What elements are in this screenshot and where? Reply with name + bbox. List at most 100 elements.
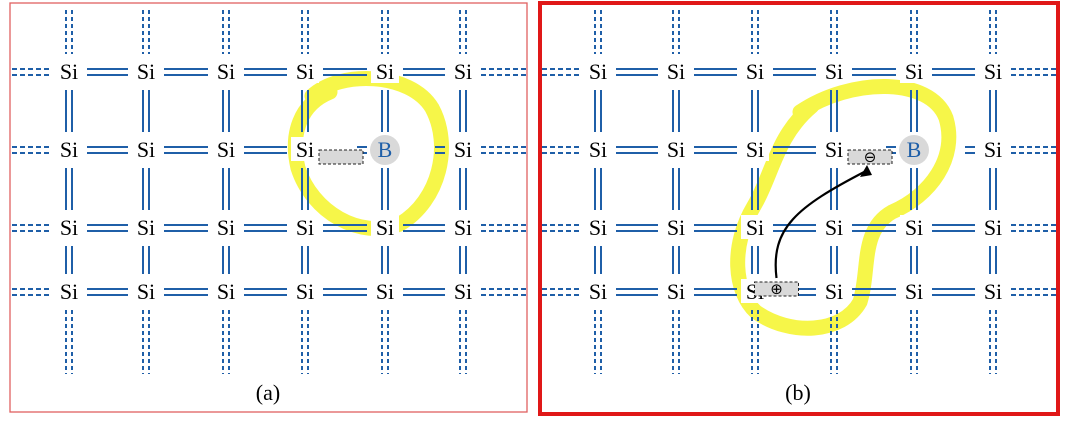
- silicon-atom: Si: [137, 279, 155, 304]
- atom-backdrop: [662, 279, 690, 303]
- boron-atom-circle: [370, 135, 400, 165]
- silicon-atom: Si: [454, 59, 472, 84]
- silicon-atom: Si: [60, 59, 78, 84]
- silicon-atom: Si: [746, 137, 764, 162]
- atom-backdrop: [584, 59, 612, 83]
- atom-backdrop: [820, 279, 848, 303]
- frame-panel-a: [9, 2, 528, 413]
- silicon-atom: Si: [589, 59, 607, 84]
- atom-backdrop: [662, 59, 690, 83]
- vacancy-box: [318, 149, 364, 165]
- arrow-head: [860, 165, 872, 177]
- vacancy-box: [847, 149, 893, 165]
- atom-backdrop: [291, 279, 319, 303]
- atom-backdrop: [132, 137, 160, 161]
- atom-backdrop: [449, 137, 477, 161]
- atom-backdrop: [900, 215, 928, 239]
- atom-backdrop: [741, 215, 769, 239]
- panel-caption: (a): [256, 380, 280, 405]
- atom-backdrop: [662, 137, 690, 161]
- atom-backdrop: [584, 137, 612, 161]
- atom-backdrop: [212, 59, 240, 83]
- silicon-atom: Si: [296, 59, 314, 84]
- atom-backdrop: [584, 279, 612, 303]
- atom-backdrop: [820, 137, 848, 161]
- positive-hole-label: ⊕: [770, 280, 783, 298]
- silicon-atom: Si: [984, 279, 1002, 304]
- atom-backdrop: [979, 279, 1007, 303]
- silicon-atom: Si: [60, 137, 78, 162]
- atom-backdrop: [132, 215, 160, 239]
- atom-backdrop: [55, 279, 83, 303]
- atom-backdrop: [132, 59, 160, 83]
- silicon-atom: Si: [60, 279, 78, 304]
- silicon-atom: Si: [589, 215, 607, 240]
- hole-box: [754, 281, 799, 297]
- silicon-atom: Si: [905, 279, 923, 304]
- silicon-atom: Si: [60, 215, 78, 240]
- silicon-atom: Si: [667, 279, 685, 304]
- silicon-atom: Si: [296, 215, 314, 240]
- silicon-atom: Si: [825, 279, 843, 304]
- atom-backdrop: [371, 215, 399, 239]
- silicon-atom: Si: [296, 137, 314, 162]
- electron-move-arrow: [774, 170, 867, 279]
- silicon-atom: Si: [825, 59, 843, 84]
- atom-backdrop: [741, 137, 769, 161]
- atom-backdrop: [584, 215, 612, 239]
- silicon-atom: Si: [217, 59, 235, 84]
- atom-backdrop: [371, 279, 399, 303]
- atom-backdrop: [55, 137, 83, 161]
- frame-panel-b: [538, 1, 1060, 416]
- atom-backdrop: [291, 215, 319, 239]
- atom-backdrop: [900, 279, 928, 303]
- silicon-atom: Si: [746, 59, 764, 84]
- atom-backdrop: [449, 59, 477, 83]
- silicon-atom: Si: [296, 279, 314, 304]
- silicon-atom: Si: [667, 137, 685, 162]
- silicon-atom: Si: [746, 215, 764, 240]
- silicon-atom: Si: [217, 279, 235, 304]
- atom-backdrop: [662, 215, 690, 239]
- silicon-atom: Si: [905, 59, 923, 84]
- atom-backdrop: [820, 59, 848, 83]
- atom-backdrop: [212, 137, 240, 161]
- silicon-atom: Si: [905, 215, 923, 240]
- silicon-atom: Si: [667, 59, 685, 84]
- silicon-atom: Si: [825, 215, 843, 240]
- negative-charge-label: ⊖: [864, 148, 877, 166]
- silicon-atom: Si: [376, 279, 394, 304]
- silicon-atom: Si: [984, 137, 1002, 162]
- silicon-atom: Si: [589, 279, 607, 304]
- silicon-atom: Si: [137, 137, 155, 162]
- boron-atom: B: [378, 137, 393, 162]
- silicon-atom: Si: [376, 215, 394, 240]
- panel-caption: (b): [785, 380, 811, 405]
- atom-backdrop: [979, 215, 1007, 239]
- atom-backdrop: [820, 215, 848, 239]
- atom-backdrop: [55, 59, 83, 83]
- atom-backdrop: [291, 59, 319, 83]
- silicon-atom: Si: [984, 59, 1002, 84]
- boron-atom-circle: [899, 135, 929, 165]
- atom-backdrop: [291, 137, 319, 161]
- silicon-atom: Si: [137, 215, 155, 240]
- atom-backdrop: [212, 215, 240, 239]
- atom-backdrop: [741, 59, 769, 83]
- atom-backdrop: [449, 279, 477, 303]
- silicon-atom: Si: [667, 215, 685, 240]
- silicon-atom: Si: [454, 279, 472, 304]
- boron-atom: B: [907, 137, 922, 162]
- atom-backdrop: [212, 279, 240, 303]
- atom-backdrop: [449, 215, 477, 239]
- silicon-atom: Si: [454, 215, 472, 240]
- atom-backdrop: [55, 215, 83, 239]
- silicon-atom: Si: [217, 215, 235, 240]
- silicon-atom: Si: [825, 137, 843, 162]
- silicon-atom: Si: [454, 137, 472, 162]
- atom-backdrop: [371, 59, 399, 83]
- silicon-atom: Si: [217, 137, 235, 162]
